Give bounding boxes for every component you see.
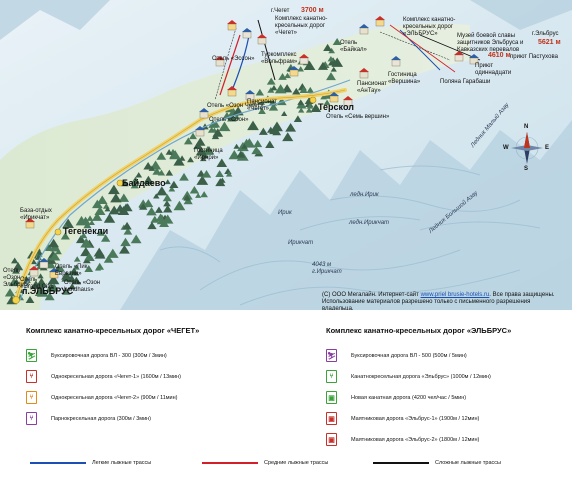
label-irikchat-glacier: ледн.Ирикчат [349, 220, 390, 226]
legend-item-elbrus-2: ⑂ Канатнокресельная дорога «Эльбрус» (100… [326, 366, 511, 387]
label-elbrus-complex: Комплекс канатно-кресельных дорог «ЭЛЬБР… [403, 17, 456, 37]
hotel-baikal[interactable]: Отель «Байкал» [340, 40, 367, 53]
label-museum: Музей боевой славы защитников Эльбруса и… [457, 33, 524, 53]
hotel-7-vershin[interactable]: Отель «Семь вершин» [326, 114, 390, 120]
hotel-irikchat[interactable]: База-отдых «Ирикчат» [20, 208, 52, 221]
legend-elbrus-title: Комплекс канатно-кресельных дорог «ЭЛЬБР… [326, 326, 512, 335]
compass-rose [511, 132, 543, 164]
label-priyut-11: Приют одиннадцати [475, 63, 512, 76]
hotel-ozon[interactable]: Отель «Озон» [209, 117, 249, 123]
copyright-restriction: Использование материалов разрешено тольк… [322, 299, 531, 310]
copyright-text-end: . Все права защищены. [489, 292, 555, 298]
hotel-volfram[interactable]: Туркомплекс «Вольфрам» [261, 52, 298, 65]
piste-easy: Легкие лыжные трассы [30, 460, 151, 466]
label-cheget-complex: Комплекс канатно-кресельных дорог «Чегет… [275, 16, 328, 36]
label-irikchat-peak: 4043 м г.Ирикчат [312, 262, 342, 275]
compass-e: E [545, 145, 550, 151]
label-p-elbrus: п.ЭЛЬБРУС [22, 286, 74, 296]
legend-elbrus: Комплекс канатно-кресельных дорог «ЭЛЬБР… [326, 326, 511, 450]
legend-item-cheget-4: ⑂ Парнокресельная дорога (300м / 3мин) [26, 408, 199, 429]
map-illustration [0, 0, 572, 310]
legend-cheget-title: Комплекс канатно-кресельных дорог «ЧЕГЕТ… [26, 326, 200, 335]
label-mt-cheget: г.Чегет [271, 8, 290, 14]
label-pastukhov: приют Пастухова [510, 54, 558, 60]
hotel-ozon-elbrus[interactable]: Отель «Озон Эльбрус» [3, 268, 30, 288]
copyright-link[interactable]: www.priel brusie-hotels.ru [420, 292, 490, 298]
label-tegenekli: Тегенекли [63, 226, 109, 236]
lift-icon: ⛷ [26, 349, 37, 362]
legend-item-label: Парнокресельная дорога (300м / 3мин) [51, 415, 152, 422]
legend-item-elbrus-1: ⛷ Буксировочная дорога ВЛ - 500 (500м / 5… [326, 345, 511, 366]
piste-hard-label: Сложные лыжные трассы [435, 460, 502, 466]
hotel-vershina[interactable]: Гостиница «Вершина» [388, 72, 421, 85]
lift-icon: ⑂ [26, 370, 37, 383]
piste-medium-label: Средние лыжные трассы [264, 460, 329, 466]
copyright-text: (С) ООО Мегалайн. Интернет-сайт [322, 292, 419, 298]
hotel-ozon-cheget[interactable]: Отель «Озон Чегет» [207, 103, 264, 109]
legend-item-label: Буксировочная дорога ВЛ - 500 (500м / 5м… [351, 352, 467, 359]
hotel-pik-evrazii[interactable]: Отель «Пик Евразии» [55, 264, 88, 277]
legend-cheget: Комплекс канатно-кресельных дорог «ЧЕГЕТ… [26, 326, 199, 429]
hotel-grand-citi[interactable]: Отель «Grand Citi» [20, 277, 54, 290]
label-irik-river: Ирик [278, 210, 292, 216]
lift-icon: ⑂ [326, 370, 337, 383]
copyright-note: (С) ООО Мегалайн. Интернет-сайт www.prie… [322, 292, 562, 310]
piste-hard: Сложные лыжные трассы [373, 460, 501, 466]
legend-item-cheget-3: ⑂ Однокресельная дорога «Чегет-2» (900м /… [26, 387, 199, 408]
hotel-antau[interactable]: Пансионат «АнТау» [357, 81, 387, 94]
label-garabashi: Поляна Гарабаши [440, 79, 491, 85]
label-baidaevo: Байдаево [122, 178, 166, 188]
lift-icon: ⑂ [26, 412, 37, 425]
piste-hard-line [373, 462, 429, 464]
label-irik-glacier: ледн.Ирик [350, 192, 379, 198]
legend-item-label: Маятниковая дорога «Эльбрус-2» (1800м / … [351, 436, 480, 443]
label-cheget-height: 3700 м [301, 7, 324, 14]
hotel-ozon-landhaus[interactable]: Отель «Озон Landhaus» [64, 280, 101, 293]
legend-item-elbrus-4: ▣ Маятниковая дорога «Эльбрус-1» (1900м /… [326, 408, 511, 429]
legend-item-cheget-1: ⛷ Буксировочная дорога ВЛ - 300 (300м / 3… [26, 345, 199, 366]
legend-item-label: Однокресельная дорога «Чегет-2» (900м / … [51, 394, 178, 401]
piste-medium: Средние лыжные трассы [202, 460, 328, 466]
label-terskol: Терскол [318, 102, 354, 112]
label-mt-elbrus: г.Эльбрус [532, 31, 559, 37]
legend-item-cheget-2: ⑂ Однокресельная дорога «Чегет-1» (1600м … [26, 366, 199, 387]
forest [4, 37, 344, 305]
lift-icon: ▣ [326, 391, 337, 404]
legend-item-label: Новая канатная дорога (4200 чел/час / 5м… [351, 394, 467, 401]
piste-easy-line [30, 462, 86, 464]
legend-item-label: Канатнокресельная дорога «Эльбрус» (1000… [351, 373, 491, 380]
compass-w: W [503, 145, 509, 151]
label-elbrus-height: 5621 м [538, 39, 561, 46]
compass-n: N [524, 124, 529, 130]
lift-icon: ⑂ [26, 391, 37, 404]
legend-item-label: Маятниковая дорога «Эльбрус-1» (1900м / … [351, 415, 480, 422]
lift-icon: ▣ [326, 433, 337, 446]
legend-item-elbrus-5: ▣ Маятниковая дорога «Эльбрус-2» (1800м /… [326, 429, 511, 450]
map-area[interactable]: п.ЭЛЬБРУС Тегенекли Байдаево Терскол г.Э… [0, 0, 572, 310]
compass-s: S [524, 166, 529, 172]
legend-item-elbrus-3: ▣ Новая канатная дорога (4200 чел/час / 5… [326, 387, 511, 408]
legend-item-label: Однокресельная дорога «Чегет-1» (1600м /… [51, 373, 181, 380]
hotel-cheget[interactable]: Пансионат «Чегет» [247, 99, 277, 112]
piste-easy-label: Легкие лыжные трассы [92, 460, 152, 466]
label-irikchat-river: Ирикчат [288, 240, 314, 246]
piste-medium-line [202, 462, 258, 464]
piste-legend: Легкие лыжные трассы Средние лыжные трас… [0, 460, 572, 470]
lift-icon: ▣ [326, 412, 337, 425]
label-pastukhov-height: 4610 м [488, 52, 511, 59]
hotel-iriri[interactable]: Гостиница «Ирири» [194, 148, 223, 161]
lift-icon: ⛷ [326, 349, 337, 362]
hotel-esson[interactable]: Отель «Эссон» [212, 56, 255, 62]
legend-item-label: Буксировочная дорога ВЛ - 300 (300м / 3м… [51, 352, 167, 359]
